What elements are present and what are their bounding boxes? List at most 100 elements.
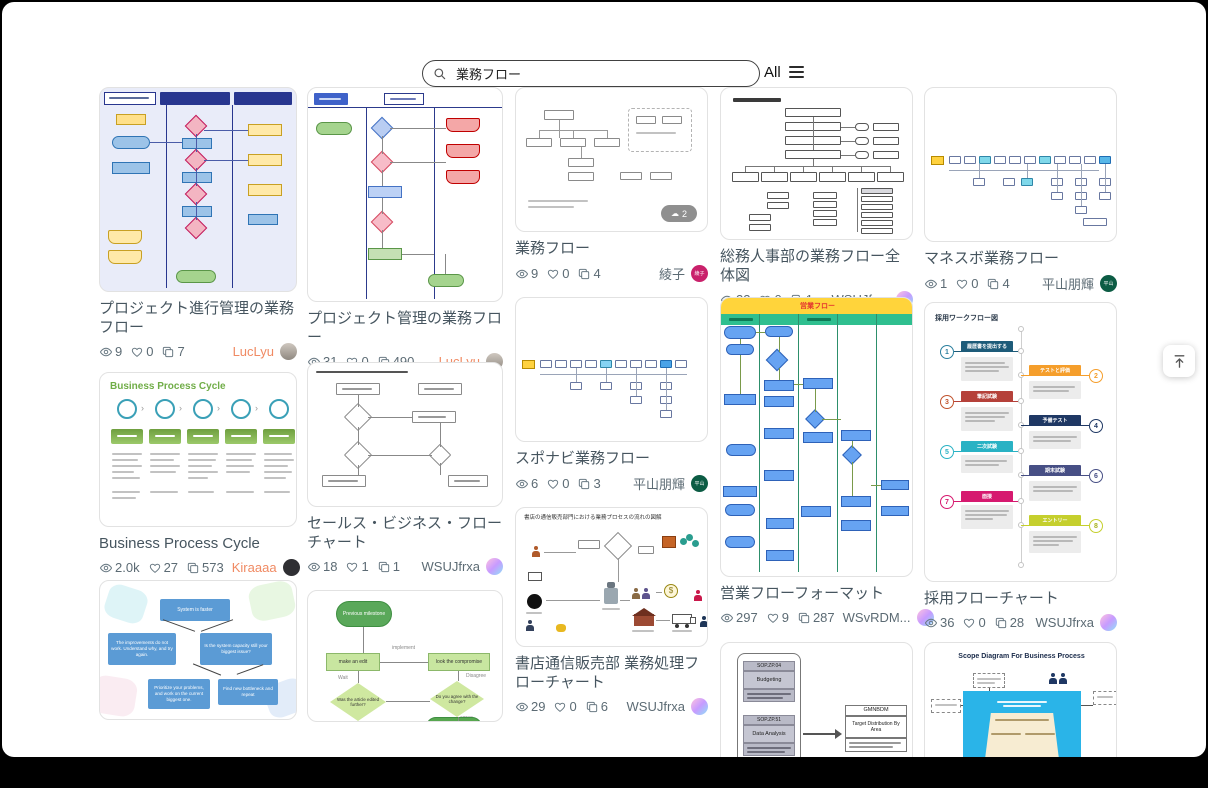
template-stats: 2.0k 27 573 Kiraaaa	[99, 559, 300, 576]
likes-count: 1	[345, 559, 369, 574]
thumbnail-art	[308, 363, 502, 506]
views-icon	[99, 347, 113, 356]
template-title[interactable]: 総務人事部の業務フロー全体図	[720, 248, 901, 284]
author-avatar[interactable]: 平山	[1100, 275, 1117, 292]
template-thumbnail[interactable]	[307, 362, 503, 507]
likes-icon	[767, 613, 778, 623]
template-thumbnail[interactable]: Scope Diagram For Business Process	[924, 642, 1117, 757]
template-card[interactable]: 書店の通信販売部門における業務プロセスの流れの図解 $	[515, 507, 708, 715]
author-name[interactable]: 平山朋輝	[1041, 277, 1094, 292]
template-card[interactable]: 営業フロー	[720, 297, 934, 626]
author-name[interactable]: WSUJfrxa	[421, 559, 481, 574]
template-card[interactable]: SOP.ZP.04 Budgeting SOP.ZP.51 Data Analy…	[720, 642, 913, 757]
sop-box-label: Budgeting	[743, 671, 795, 689]
template-title[interactable]: 営業フローフォーマット	[720, 585, 885, 602]
cloud-badge: ☁ 2	[661, 205, 697, 222]
menu-icon[interactable]	[788, 63, 804, 81]
author-name[interactable]: WSUJfrxa	[626, 699, 686, 714]
template-stats: 9 0 4 綾子 綾子	[515, 264, 708, 283]
template-title[interactable]: プロジェクト管理の業務フロー	[307, 310, 503, 346]
views-count: 9	[99, 344, 122, 359]
template-thumbnail[interactable]	[924, 87, 1117, 242]
category-filter[interactable]: All	[764, 63, 804, 81]
likes-count: 0	[955, 276, 978, 291]
template-title[interactable]: マネスボ業務フロー	[924, 250, 1060, 267]
likes-icon	[347, 357, 358, 367]
template-card[interactable]: プロジェクト管理の業務フロー 31 0 490 LucLyu	[307, 87, 503, 370]
author-name[interactable]: Kiraaaa	[231, 560, 277, 575]
copies-count: 3	[577, 476, 601, 491]
template-thumbnail[interactable]	[99, 87, 297, 292]
author-avatar[interactable]: 綾子	[691, 265, 708, 282]
template-thumbnail[interactable]: 書店の通信販売部門における業務プロセスの流れの図解 $	[515, 507, 708, 647]
author-avatar[interactable]	[486, 558, 503, 575]
template-card[interactable]: 総務人事部の業務フロー全体図 22 0 1 WSUJfrxa	[720, 87, 913, 308]
likes-count: 27	[148, 560, 178, 575]
author-avatar[interactable]	[280, 343, 297, 360]
views-count: 9	[515, 266, 538, 281]
template-card[interactable]: スポナビ業務フロー 6 0 3 平山朋輝 平山	[515, 297, 708, 493]
template-thumbnail[interactable]	[307, 87, 503, 302]
author-avatar[interactable]: 平山	[691, 475, 708, 492]
template-card[interactable]: ☁ 2 業務フロー 9 0 4 綾子 綾子	[515, 87, 708, 283]
template-thumbnail[interactable]: System is faster The improvements do not…	[99, 580, 297, 720]
thumb-bpc-title: Business Process Cycle	[110, 381, 226, 392]
author-avatar[interactable]	[691, 698, 708, 715]
template-card[interactable]: マネスボ業務フロー 1 0 4 平山朋輝 平山	[924, 87, 1117, 293]
copies-count: 287	[797, 610, 835, 625]
search-bar[interactable]	[422, 60, 760, 87]
likes-count: 0	[553, 699, 577, 714]
thumbnail-art: System is faster The improvements do not…	[100, 581, 296, 719]
sop-box-label: GMNBDM	[845, 705, 907, 716]
copies-icon	[579, 268, 590, 279]
recruit-step-number: 8	[1089, 519, 1103, 533]
search-input[interactable]	[454, 65, 749, 82]
template-card[interactable]: Scope Diagram For Business Process	[924, 642, 1117, 757]
author-name[interactable]: LucLyu	[232, 344, 274, 359]
author-name[interactable]: WSvRDM...	[842, 610, 911, 625]
back-to-top-button[interactable]	[1163, 345, 1195, 377]
template-card[interactable]: セールス・ビジネス・フローチャート 18 1 1 WSUJfrxa	[307, 362, 503, 575]
template-title[interactable]: スポナビ業務フロー	[515, 450, 651, 467]
author-name[interactable]: 綾子	[658, 267, 685, 282]
template-stats: 36 0 28 WSUJfrxa	[924, 614, 1117, 631]
views-icon	[515, 702, 529, 711]
template-title[interactable]: プロジェクト進行管理の業務フロー	[99, 300, 295, 336]
template-thumbnail[interactable]: Previous milestone make an edit look the…	[307, 590, 503, 722]
template-thumbnail[interactable]: ☁ 2	[515, 87, 708, 232]
template-title[interactable]: 業務フロー	[515, 240, 591, 257]
recruit-step-label: 筆記試験	[961, 391, 1013, 402]
template-card[interactable]: Business Process Cycle › › › ›	[99, 372, 300, 576]
template-title[interactable]: 書店通信販売部 業務処理フローチャート	[515, 655, 700, 691]
template-title[interactable]: セールス・ビジネス・フローチャート	[307, 515, 503, 551]
author-name[interactable]: WSUJfrxa	[1035, 615, 1095, 630]
template-title[interactable]: 採用フローチャート	[924, 590, 1059, 607]
edge-label: Disagree	[466, 673, 487, 679]
thumb-scope-title: Scope Diagram For Business Process	[958, 653, 1085, 660]
author-avatar[interactable]	[1100, 614, 1117, 631]
template-stats: 18 1 1 WSUJfrxa	[307, 558, 503, 575]
template-thumbnail[interactable]: 営業フロー	[720, 297, 913, 577]
edge-label: Wait	[338, 675, 348, 681]
template-stats: 297 9 287 WSvRDM...	[720, 609, 934, 626]
template-thumbnail[interactable]: SOP.ZP.04 Budgeting SOP.ZP.51 Data Analy…	[720, 642, 913, 757]
template-title[interactable]: Business Process Cycle	[99, 535, 260, 552]
template-card[interactable]: Previous milestone make an edit look the…	[307, 590, 503, 722]
flow-decision: Was the article edited further?	[330, 683, 386, 721]
filter-all-label[interactable]: All	[764, 63, 781, 81]
template-thumbnail[interactable]: Business Process Cycle › › › ›	[99, 372, 297, 527]
thumbnail-art	[721, 88, 912, 239]
template-thumbnail[interactable]: 採用ワークフロー図 履歴書を提出する 1 テストと評価 2 筆記試験 3 予備テ…	[924, 302, 1117, 582]
template-card[interactable]: 採用ワークフロー図 履歴書を提出する 1 テストと評価 2 筆記試験 3 予備テ…	[924, 302, 1117, 631]
tree-node: Prioritize your problems, and work on th…	[148, 679, 210, 709]
template-card[interactable]: System is faster The improvements do not…	[99, 580, 297, 720]
template-thumbnail[interactable]	[515, 297, 708, 442]
template-thumbnail[interactable]	[720, 87, 913, 240]
thumb-bookstore-title: 書店の通信販売部門における業務プロセスの流れの図解	[524, 515, 662, 521]
author-avatar[interactable]	[282, 559, 300, 576]
template-card[interactable]: プロジェクト進行管理の業務フロー 9 0 7 LucLyu	[99, 87, 297, 360]
thumbnail-art	[925, 88, 1116, 241]
likes-icon	[555, 702, 566, 712]
author-name[interactable]: 平山朋輝	[632, 477, 685, 492]
copies-count: 1	[377, 559, 400, 574]
